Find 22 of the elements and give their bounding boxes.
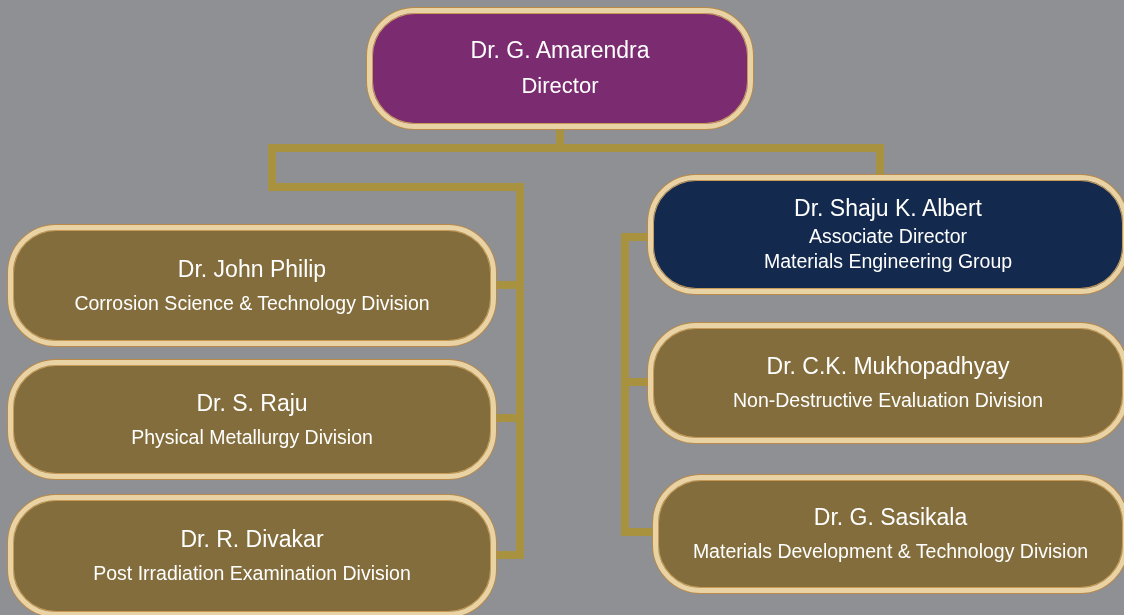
person-name: Dr. Shaju K. Albert xyxy=(794,194,982,224)
org-unit-box xyxy=(8,225,496,346)
role-title: Corrosion Science & Technology Division xyxy=(74,290,430,316)
org-unit-box xyxy=(8,360,496,479)
role-title: Non-Destructive Evaluation Division xyxy=(733,388,1043,414)
org-unit-box xyxy=(8,495,496,615)
role-title: Materials Development & Technology Division xyxy=(692,539,1089,565)
person-name: Dr. John Philip xyxy=(177,254,327,284)
role-title: Materials Engineering Group xyxy=(763,249,1013,275)
person-name: Dr. S. Raju xyxy=(196,388,308,418)
role-title: Director xyxy=(521,72,599,101)
person-name: Dr. C.K. Mukhopadhyay xyxy=(766,352,1010,382)
org-unit-box xyxy=(653,475,1124,593)
person-name: Dr. G. Sasikala xyxy=(813,503,968,533)
role-title: Physical Metallurgy Division xyxy=(131,424,373,450)
org-unit-box xyxy=(648,175,1124,294)
role-title: Post Irradiation Examination Division xyxy=(93,561,411,587)
org-unit-box xyxy=(648,323,1124,443)
director-box xyxy=(367,8,753,129)
person-name: Dr. R. Divakar xyxy=(180,525,324,555)
role-title: Associate Director xyxy=(808,224,968,250)
person-name: Dr. G. Amarendra xyxy=(470,36,650,66)
